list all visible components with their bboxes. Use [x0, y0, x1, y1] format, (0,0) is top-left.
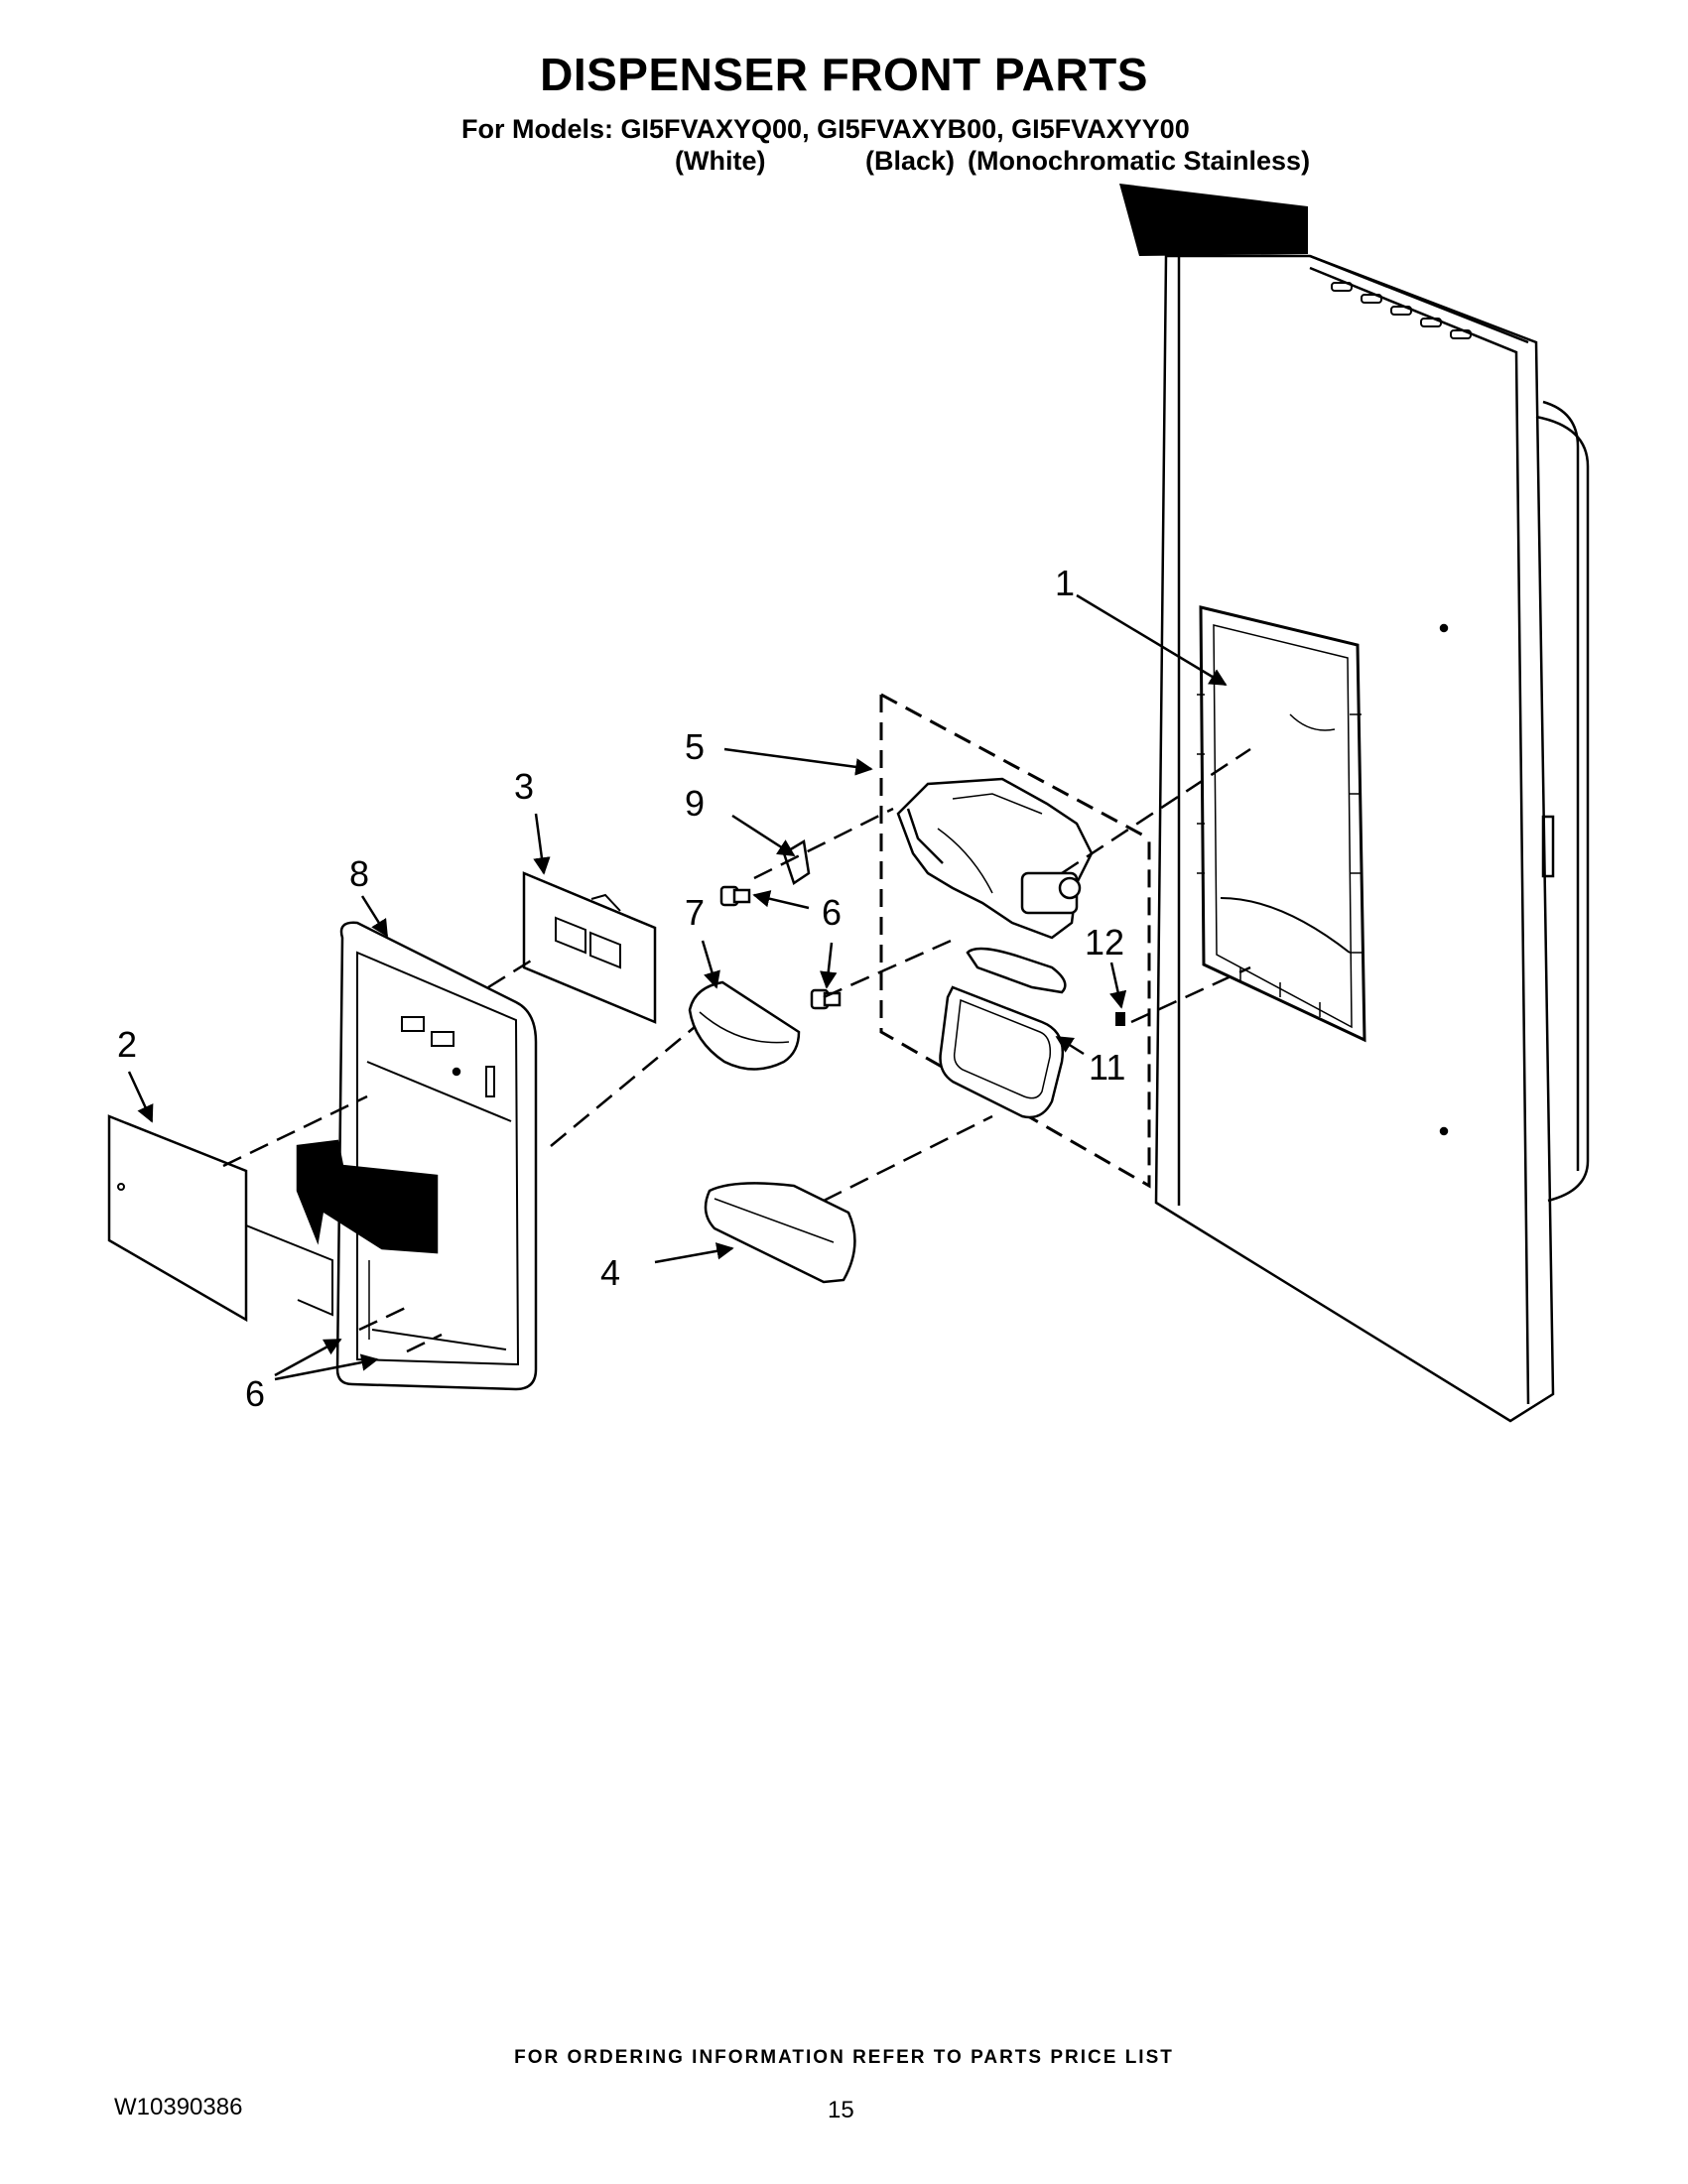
dispenser-front-frame: [296, 921, 538, 1391]
page-number: 15: [828, 2097, 854, 2123]
assembly-dashed-lines: [222, 747, 1251, 1353]
dispenser-control-module: [896, 777, 1094, 940]
document-number: W10390386: [114, 2094, 243, 2120]
color-label-black: (Black): [865, 146, 956, 176]
callout-6-lower: 6: [245, 1373, 265, 1414]
page-title: DISPENSER FRONT PARTS: [540, 49, 1148, 100]
callout-11: 11: [1089, 1047, 1125, 1088]
callout-1: 1: [1055, 563, 1075, 603]
part-12-clip: [1115, 1012, 1125, 1026]
dispenser-paddle: [939, 947, 1067, 1119]
ice-chute-door: [688, 980, 801, 1071]
callout-3: 3: [514, 766, 534, 807]
callout-8: 8: [349, 853, 369, 894]
color-label-stainless: (Monochromatic Stainless): [968, 146, 1311, 176]
refrigerator-door: [1154, 254, 1590, 1423]
control-board: [522, 871, 657, 1024]
label-card: [107, 1114, 333, 1323]
color-label-white: (White): [675, 146, 766, 176]
leader-lines: [127, 593, 1228, 1381]
callout-12: 12: [1085, 922, 1124, 963]
callout-5: 5: [685, 726, 705, 767]
models-line: For Models: GI5FVAXYQ00, GI5FVAXYB00, GI…: [461, 114, 1190, 144]
callout-7: 7: [685, 892, 705, 933]
callout-2: 2: [117, 1024, 137, 1065]
callout-9: 9: [685, 783, 705, 824]
callout-6-upper: 6: [822, 892, 842, 933]
dispenser-module-dashed-outline: [879, 693, 1151, 1189]
ordering-note: FOR ORDERING INFORMATION REFER TO PARTS …: [514, 2047, 1174, 2068]
redaction-mark: [1119, 184, 1308, 256]
callout-4: 4: [600, 1252, 620, 1293]
drip-tray: [704, 1182, 856, 1284]
